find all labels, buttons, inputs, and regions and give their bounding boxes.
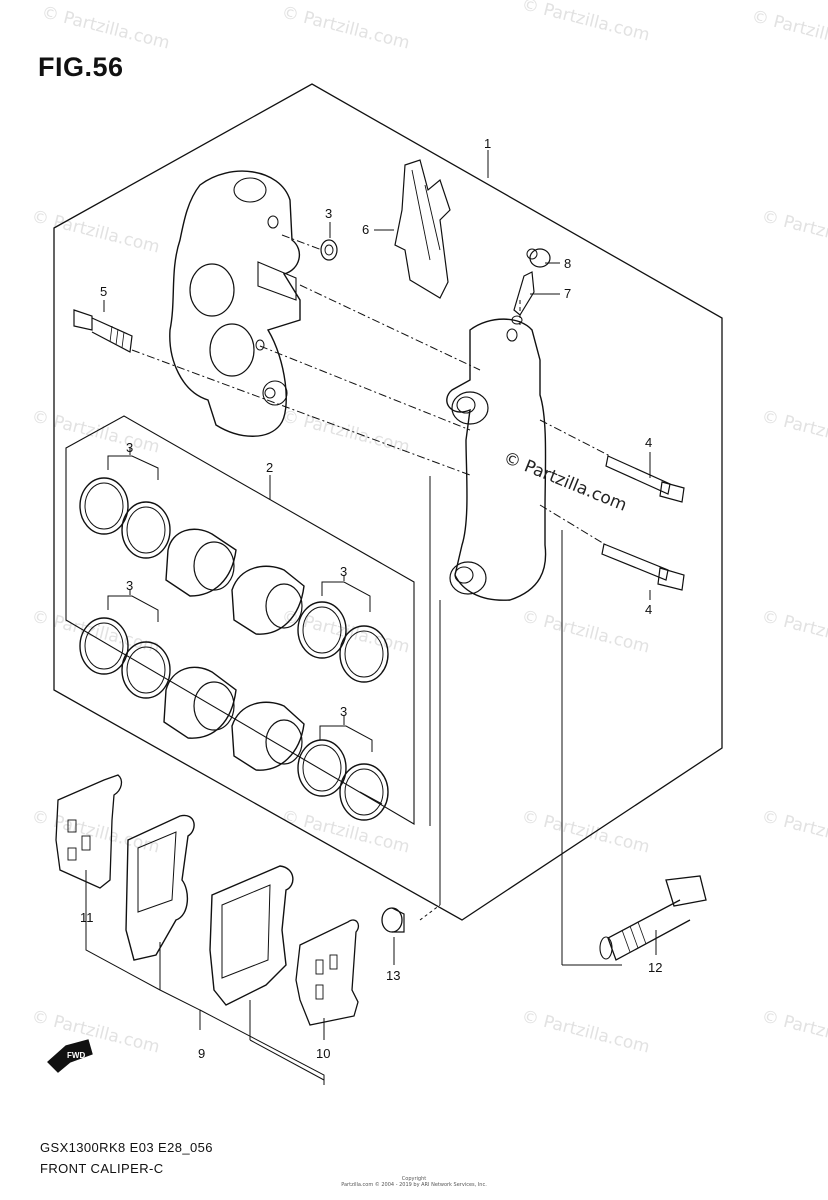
diagram-name: FRONT CALIPER-C [40,1161,164,1176]
copyright-line2: Partzilla.com © 2004 - 2019 by ARI Netwo… [341,1182,487,1188]
fwd-arrow-icon [47,1039,93,1073]
pad-spring [394,159,451,299]
callout-2: 2 [266,460,273,475]
pad-shim-10 [295,919,360,1026]
callout-4: 4 [645,602,652,617]
callout-3: 3 [325,206,332,221]
callout-11: 11 [80,910,94,925]
callout-1: 1 [484,136,491,151]
caliper-half-right [446,318,547,601]
pad-shim-11 [55,774,123,889]
figure-title: FIG.56 [38,52,124,82]
callout-5: 5 [100,284,107,299]
piston-kit-frame [65,415,415,825]
copyright-line1: Copyright [401,1176,427,1182]
callout-8: 8 [564,256,571,271]
assembly-frame [53,83,723,921]
callout-13: 13 [386,968,400,983]
fwd-label: FWD [67,1051,85,1060]
callout-9: 9 [198,1046,205,1061]
callout-3: 3 [340,564,347,579]
pin-bolt-4-lower [601,543,669,581]
brake-pad-left [125,814,195,961]
callout-3: 3 [126,578,133,593]
callout-3: 3 [340,704,347,719]
callout-3: 3 [126,440,133,455]
callout-7: 7 [564,286,571,301]
bolt-12 [665,875,707,907]
callout-4: 4 [645,435,652,450]
callout-10: 10 [316,1046,330,1061]
model-code: GSX1300RK8 E03 E28_056 [40,1140,213,1155]
caliper-half-left [169,170,301,437]
pin-bolt-4-upper [605,455,671,495]
callout-6: 6 [362,222,369,237]
copyright: Copyright Partzilla.com © 2004 - 2019 by… [0,1176,828,1188]
callout-12: 12 [648,960,662,975]
brake-pad-right [209,865,294,1006]
bolt-5 [73,309,93,331]
